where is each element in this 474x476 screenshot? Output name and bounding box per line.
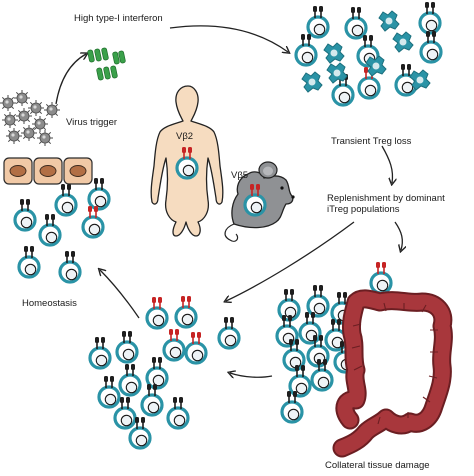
arrow-to-homeostasis-branch [226, 221, 355, 301]
treg-cell-icon [13, 176, 111, 284]
label-human-tcr: Vβ2 [176, 131, 193, 142]
interferon-icon [86, 47, 127, 81]
arrow-to-treg-cluster [230, 373, 273, 377]
label-transient-treg-loss: Transient Treg loss [331, 136, 412, 147]
label-replenishment: Replenishment by dominant iTreg populati… [327, 193, 445, 215]
cycle-arrows [55, 25, 402, 377]
mouse-icon [224, 161, 295, 242]
virus-particle-icon [0, 89, 61, 147]
arrow-to-interferon [55, 54, 86, 105]
label-homeostasis: Homeostasis [22, 298, 77, 309]
label-virus-trigger: Virus trigger [66, 117, 117, 128]
epithelial-cell-icon [3, 157, 93, 185]
treg-cell-icon [369, 260, 393, 295]
colon-icon [332, 289, 453, 458]
arrow-to-homeostasis [100, 270, 140, 319]
treg-cell-icon [294, 0, 443, 107]
label-interferon: High type-I interferon [74, 13, 163, 24]
arrow-to-replenishment [381, 145, 393, 183]
arrow-to-transient-loss [169, 25, 288, 52]
arrow-to-damage [394, 221, 402, 250]
label-mouse-tcr: Vβ5 [231, 170, 248, 181]
human-silhouette-icon [150, 85, 224, 237]
label-collateral-tissue-damage: Collateral tissue damage [325, 460, 430, 471]
treg-cell-icon [88, 294, 241, 450]
